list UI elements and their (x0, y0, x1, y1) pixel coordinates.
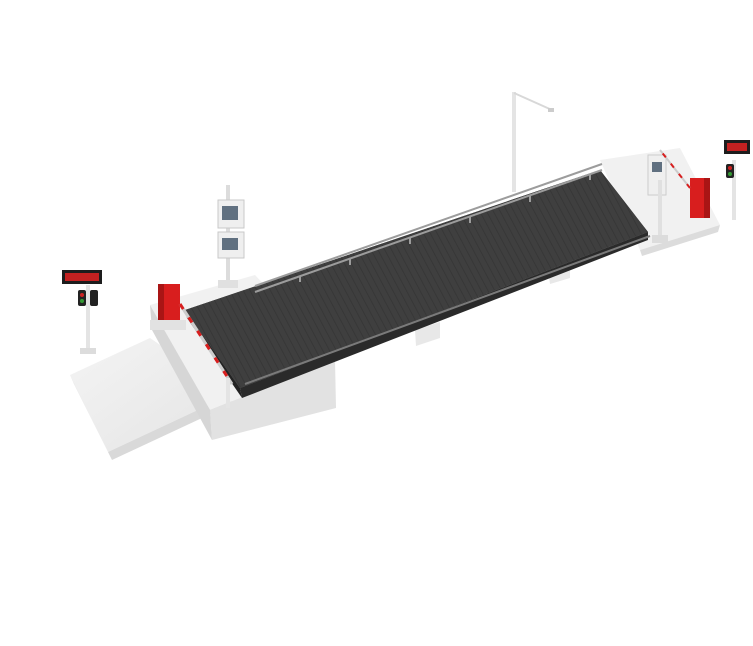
left-terminal (217, 185, 245, 288)
deck-front-rail (244, 235, 651, 385)
right-traffic-light (724, 140, 750, 220)
traffic-light-icon (78, 290, 86, 306)
deck-rails (254, 163, 603, 293)
right-barrier (659, 149, 710, 218)
street-lamp (512, 92, 554, 192)
right-terminal (647, 154, 668, 243)
left-barrier (150, 284, 234, 385)
left-traffic-light (62, 270, 102, 354)
street-lamp-icon (512, 92, 516, 192)
left-post (226, 378, 230, 408)
